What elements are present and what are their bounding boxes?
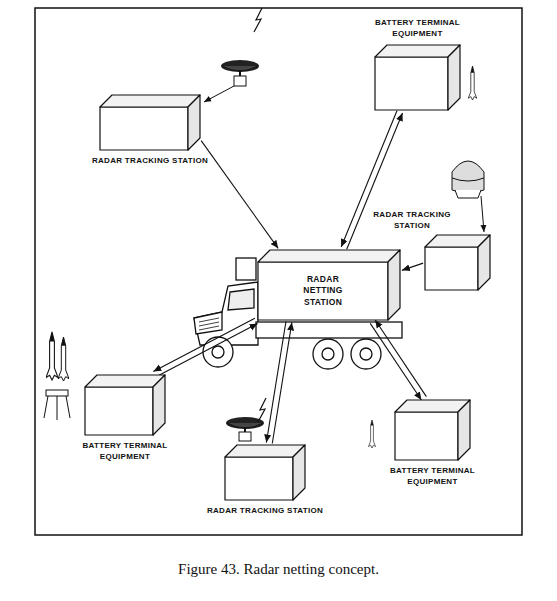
equipment-box: RADAR TRACKING STATION: [425, 235, 490, 290]
data-link: [201, 141, 278, 249]
station-label: RADAR TRACKING STATION: [371, 210, 453, 232]
missile: [369, 420, 376, 448]
radome: [452, 161, 484, 232]
equipment-box: BATTERY TERMINAL EQUIPMENT: [85, 375, 165, 435]
box-outline: [85, 375, 165, 435]
missile: [468, 66, 477, 100]
station-label: BATTERY TERMINAL EQUIPMENT: [383, 466, 483, 488]
station-label: BATTERY TERMINAL EQUIPMENT: [75, 441, 175, 463]
data-link: [266, 321, 292, 443]
equipment-box: RADAR TRACKING STATION: [225, 445, 305, 500]
radar-dish: [204, 60, 259, 102]
station-label: RADAR NETTING STATION: [292, 274, 354, 308]
equipment-box: BATTERY TERMINAL EQUIPMENT: [375, 45, 460, 110]
truck: [194, 258, 402, 369]
figure-caption: Figure 43. Radar netting concept.: [0, 561, 557, 578]
equipment-box: BATTERY TERMINAL EQUIPMENT: [395, 400, 470, 460]
data-link: [370, 320, 426, 400]
box-outline: [395, 400, 470, 460]
frame: [35, 8, 522, 535]
data-link: [153, 318, 257, 376]
lightning-bolt: [254, 8, 262, 32]
station-label: RADAR TRACKING STATION: [85, 156, 215, 167]
lightning-bolt: [258, 398, 266, 422]
data-link: [341, 111, 402, 250]
data-link: [402, 263, 423, 270]
equipment-box: RADAR TRACKING STATION: [100, 95, 200, 150]
box-outline: [425, 235, 490, 290]
box-outline: [100, 95, 200, 150]
missile-launcher: [44, 332, 70, 420]
station-label: RADAR TRACKING STATION: [190, 506, 340, 517]
station-label: BATTERY TERMINAL EQUIPMENT: [370, 18, 465, 40]
truck-shelter: RADAR NETTING STATION: [258, 250, 400, 320]
box-outline: [225, 445, 305, 500]
box-outline: [258, 250, 400, 320]
box-outline: [375, 45, 460, 110]
